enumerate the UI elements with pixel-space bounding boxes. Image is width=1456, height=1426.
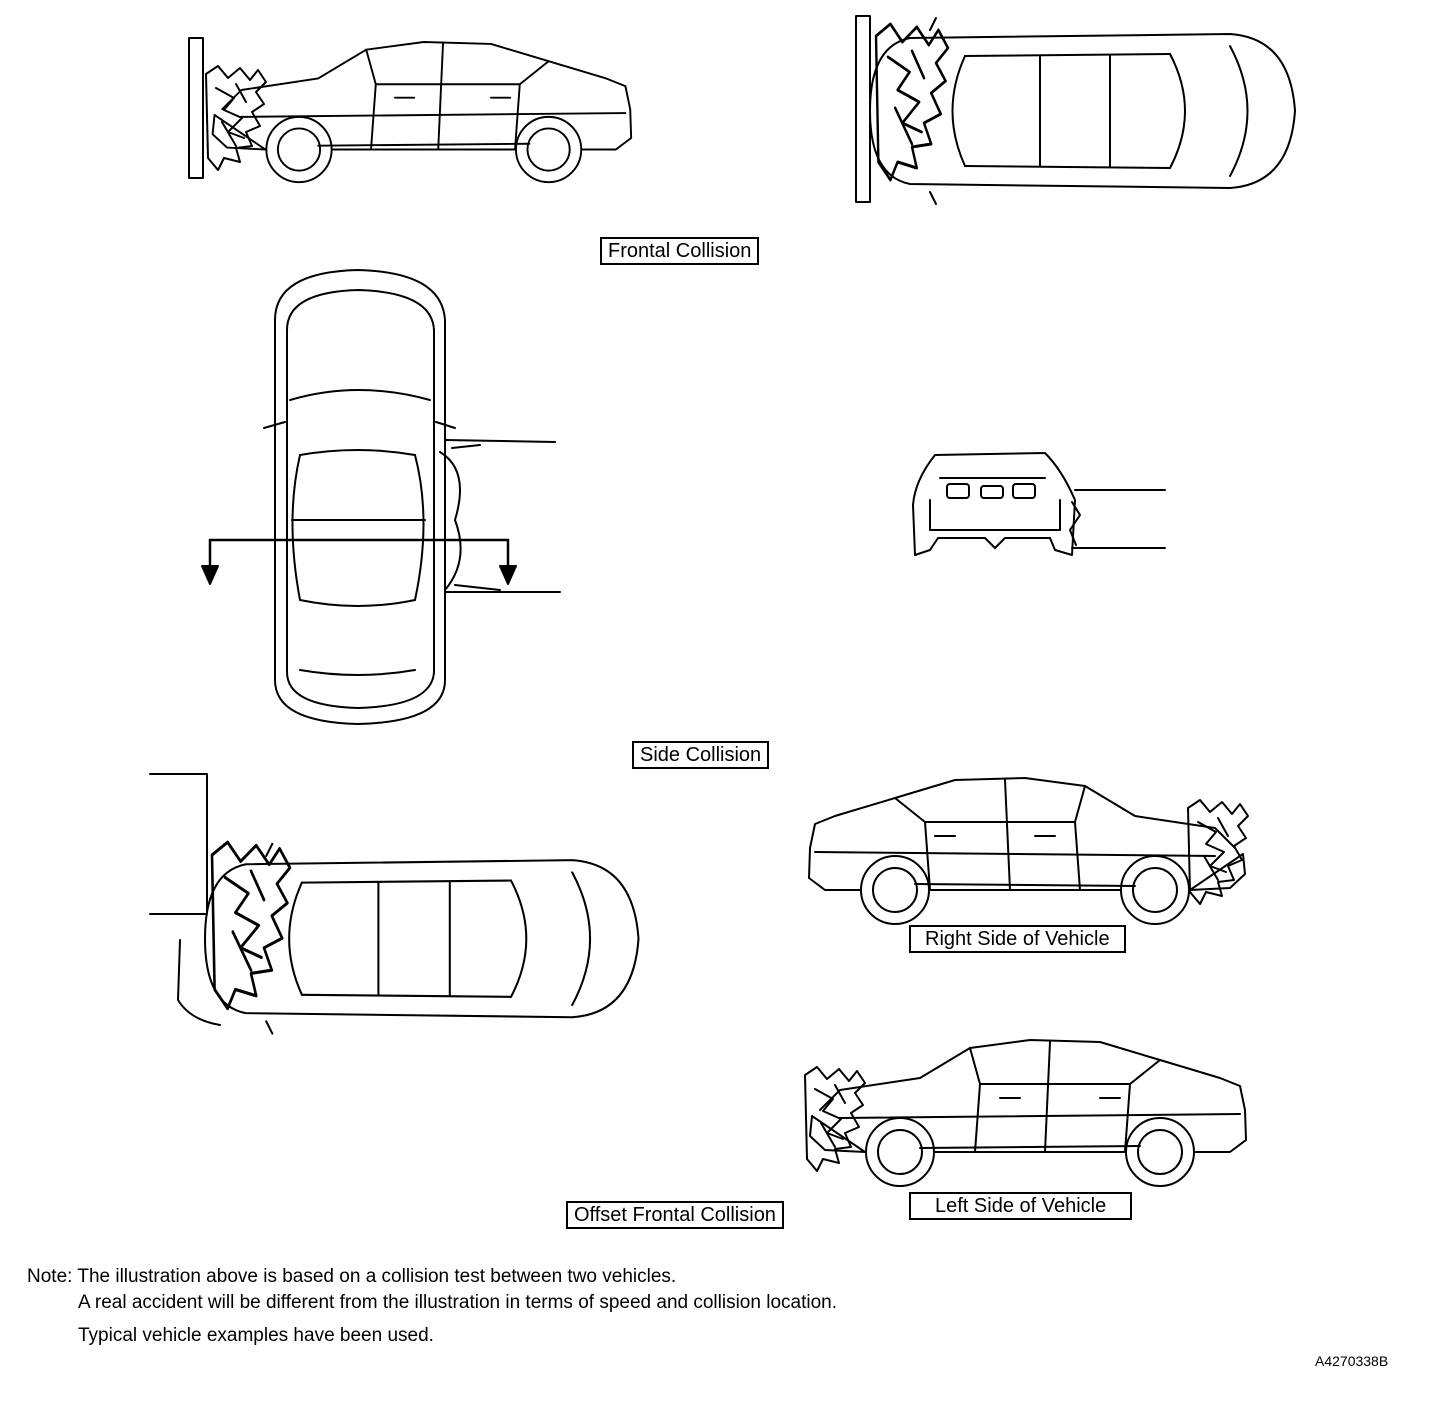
offset-frontal-collision-label: Offset Frontal Collision xyxy=(566,1201,784,1229)
left-side-label: Left Side of Vehicle xyxy=(909,1192,1133,1220)
rear-view-car xyxy=(912,452,1166,556)
note-line-2: A real accident will be different from t… xyxy=(78,1292,837,1313)
barrier-wall xyxy=(855,15,871,203)
figure-code: A4270338B xyxy=(1315,1353,1389,1369)
frontal-side-car xyxy=(188,37,633,184)
left-side-car xyxy=(804,1039,1247,1187)
side-collision-car xyxy=(201,269,561,725)
note-line-3: Typical vehicle examples have been used. xyxy=(78,1325,434,1346)
note-line-1: Note: The illustration above is based on… xyxy=(27,1266,677,1287)
offset-frontal-car xyxy=(149,773,640,1035)
barrier-wall xyxy=(149,773,208,915)
side-collision-label: Side Collision xyxy=(632,741,770,769)
frontal-collision-label: Frontal Collision xyxy=(600,237,760,265)
frontal-top-car xyxy=(855,15,1296,205)
right-side-car xyxy=(808,777,1249,925)
barrier-wall xyxy=(188,37,204,179)
right-side-label: Right Side of Vehicle xyxy=(909,925,1126,953)
